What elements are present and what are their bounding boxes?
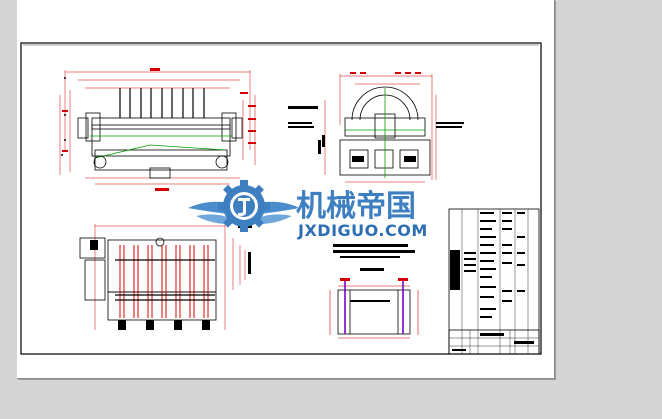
side-elevation-view bbox=[288, 72, 464, 183]
drawing-sheet bbox=[17, 0, 555, 379]
watermark: 机械帝国 JXDIGUO.COM bbox=[188, 180, 428, 241]
detail-section-view bbox=[329, 244, 419, 339]
title-block bbox=[448, 329, 540, 355]
watermark-subtitle: JXDIGUO.COM bbox=[297, 221, 428, 240]
front-elevation-view bbox=[59, 68, 256, 191]
gear-wings-logo-icon bbox=[188, 180, 300, 232]
watermark-title: 机械帝国 bbox=[296, 189, 416, 224]
plan-view bbox=[79, 224, 252, 330]
parts-list-table bbox=[448, 208, 540, 355]
drawing-frame bbox=[20, 42, 542, 355]
